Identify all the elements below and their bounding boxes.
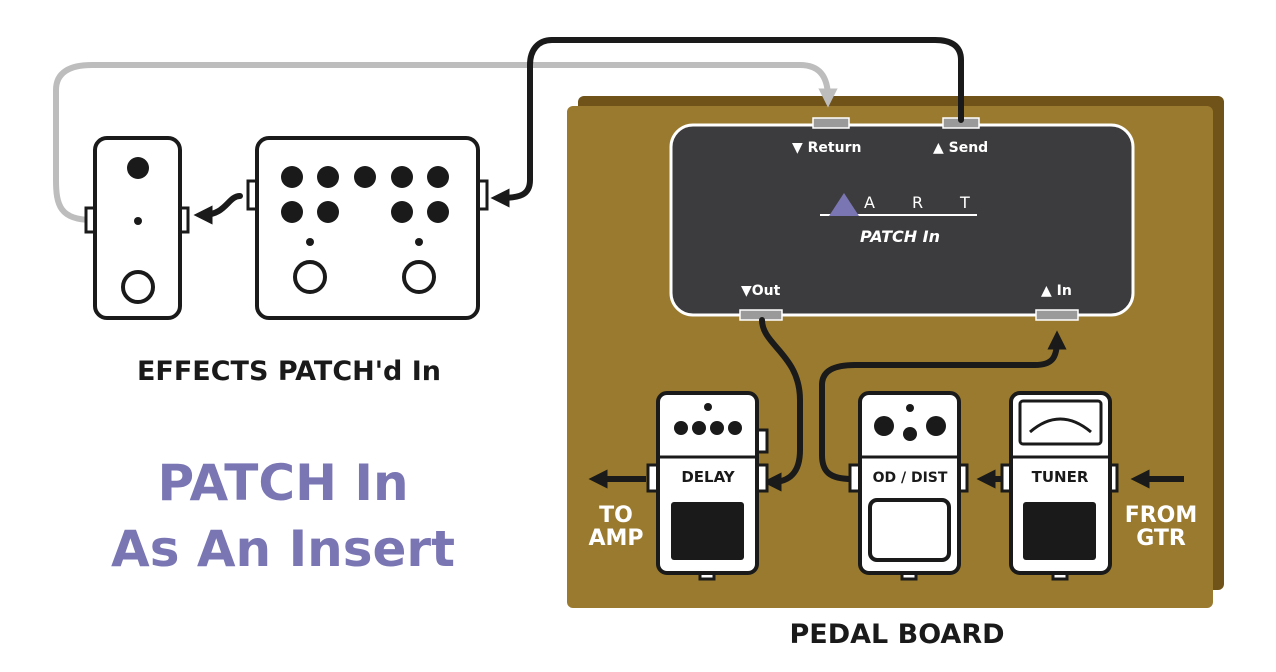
to-amp-line: TO (599, 503, 633, 528)
grey-return-cable (53, 62, 838, 223)
mini-effect-pedal (84, 136, 190, 320)
dual-pedal-knob (317, 166, 339, 188)
delay-pedal-knob (728, 421, 742, 435)
dual-pedal-knob (391, 166, 413, 188)
in-label: ▲ In (1041, 283, 1072, 299)
pedal-board-caption: PEDAL BOARD (789, 619, 1004, 650)
headline-line-2: As An Insert (111, 520, 455, 578)
to-amp-label: TO AMP (588, 503, 643, 551)
from-gtr-label: FROM GTR (1125, 503, 1198, 551)
od-pedal-knob (874, 416, 894, 436)
to-amp-line: AMP (588, 526, 643, 551)
effects-caption: EFFECTS PATCH'd In (137, 356, 441, 387)
vu-meter-icon (1018, 399, 1103, 446)
od-pedal-knob (926, 416, 946, 436)
delay-pedal-knob (674, 421, 688, 435)
vu-meter-needle-arc (1029, 417, 1092, 434)
dual-pedal-knob (281, 166, 303, 188)
od-pedal-knob (903, 427, 917, 441)
mini-pedal-led (134, 217, 142, 225)
art-letter-r: R (912, 193, 923, 212)
tuner-pedal: TUNER (1000, 391, 1119, 581)
patch-in-product-label: PATCH In (860, 227, 940, 246)
return-label: ▼ Return (792, 140, 861, 156)
dual-pedal-knob (281, 201, 303, 223)
delay-pedal-knob (710, 421, 724, 435)
delay-pedal-led (704, 403, 712, 411)
black-send-cable (490, 37, 964, 208)
dual-pedal-knob (427, 166, 449, 188)
dual-effect-pedal (246, 136, 489, 320)
from-gtr-line: FROM (1125, 503, 1198, 528)
tuner-pedal-label: TUNER (1032, 468, 1089, 486)
dual-pedal-footswitch[interactable] (402, 260, 436, 294)
od-pedal-led (906, 404, 914, 412)
art-letter-t: T (959, 193, 970, 212)
delay-pedal-label: DELAY (681, 468, 735, 486)
dual-pedal-led (306, 238, 314, 246)
delay-pedal: DELAY (646, 391, 769, 581)
mini-pedal-footswitch[interactable] (121, 270, 155, 304)
out-label: ▼Out (741, 283, 781, 299)
od-pedal-label: OD / DIST (873, 470, 948, 486)
from-gtr-line: GTR (1136, 526, 1186, 551)
patch-in-unit: ▼ Return ▲ Send ▼Out ▲ In A R T PATCH In (669, 117, 1135, 321)
dual-pedal-knob (391, 201, 413, 223)
return-jack[interactable] (812, 117, 850, 129)
headline: PATCH In As An Insert (111, 454, 455, 578)
art-triangle-logo-icon (829, 193, 859, 216)
patch-out-to-delay-cable (759, 317, 803, 492)
in-jack[interactable] (1035, 309, 1079, 321)
art-logo: A R T PATCH In (820, 193, 977, 246)
od-pedal-footswitch[interactable] (868, 498, 951, 562)
mini-pedal-knob (127, 157, 149, 179)
art-letter-a: A (864, 193, 875, 212)
send-label: ▲ Send (933, 140, 988, 156)
dual-pedal-footswitch[interactable] (293, 260, 327, 294)
effects-connect-cable (193, 193, 243, 225)
dual-pedal-led (415, 238, 423, 246)
headline-line-1: PATCH In (157, 454, 408, 512)
delay-pedal-knob (692, 421, 706, 435)
od-to-patch-in-cable (819, 330, 1067, 482)
od-dist-pedal: OD / DIST (848, 391, 969, 581)
patch-in-body (669, 123, 1135, 317)
dual-pedal-knob (427, 201, 449, 223)
dual-pedal-knob (317, 201, 339, 223)
dual-pedal-body (255, 136, 480, 320)
cables (53, 37, 1184, 492)
delay-pedal-footswitch[interactable] (671, 502, 744, 560)
dual-pedal-knob (354, 166, 376, 188)
tuner-pedal-footswitch[interactable] (1023, 502, 1096, 560)
mini-pedal-body (93, 136, 182, 320)
